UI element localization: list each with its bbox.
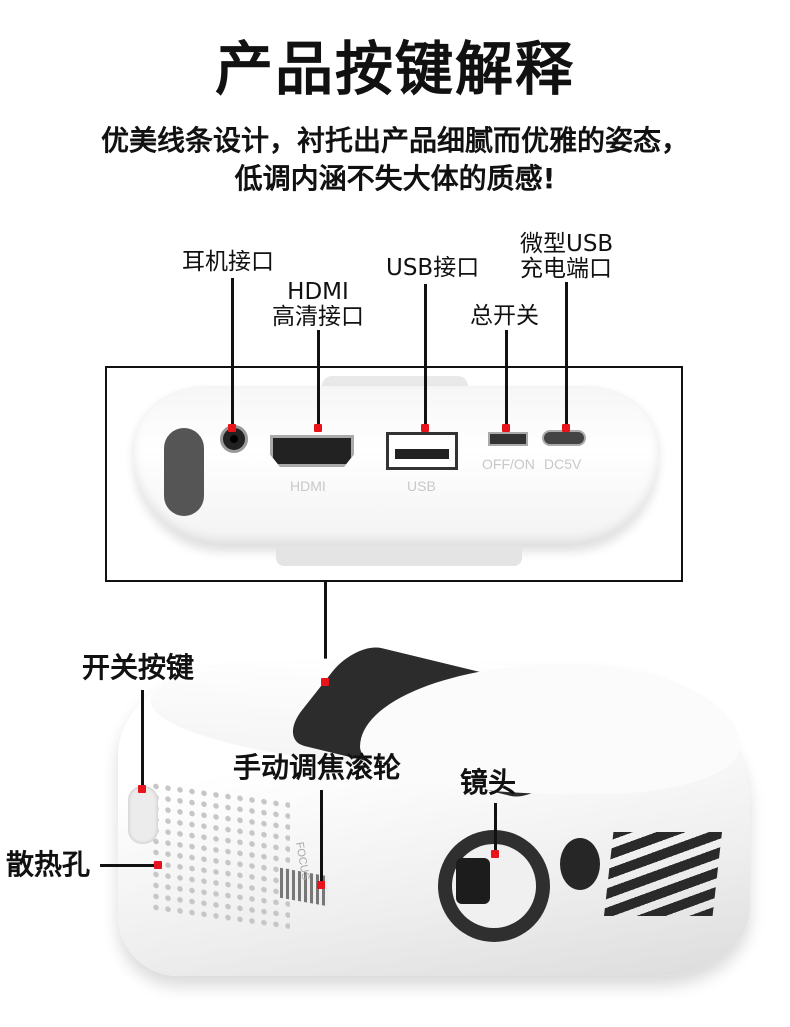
micro-usb-port[interactable] [542,430,586,446]
focus-wheel-label: 手动调焦滚轮 [233,751,402,784]
usb-port-label: USB接口 [386,255,480,281]
power-switch-label: 总开关 [470,303,539,329]
hdmi-leader-line [317,330,320,428]
lens-core [456,858,490,904]
switch-marker [502,424,510,432]
front-grill [604,832,722,916]
printed-hdmi: HDMI [290,478,326,494]
hdmi-label-line-2: 高清接口 [272,304,364,330]
micro-usb-label: 微型USB 充电端口 [520,232,613,282]
switch-leader-line [505,330,508,428]
power-button-marker [138,785,146,793]
connector-marker [321,678,329,686]
lens-marker [491,850,499,858]
vent-holes-marker [154,861,162,869]
rear-vent [164,428,204,516]
printed-off-on: OFF/ON [482,456,535,472]
usb-port[interactable] [386,432,458,470]
usb-marker [421,424,429,432]
vent-holes-leader-line [100,864,156,867]
frame-connector-line [324,582,327,682]
printed-dc5v: DC5V [544,456,582,472]
micro-usb-label-line-1: 微型USB [520,231,614,257]
hdmi-port-label: HDMI 高清接口 [268,280,368,330]
page-title: 产品按键解释 [214,35,575,103]
power-button-leader-line [141,690,144,786]
side-vent-holes [150,780,290,930]
power-button-label: 开关按键 [82,651,195,684]
lens-leader-line [494,803,497,853]
printed-usb: USB [407,478,436,494]
subtitle-line-1: 优美线条设计，衬托出产品细腻而优雅的姿态， [100,124,689,157]
hdmi-port[interactable] [270,435,354,467]
focus-wheel-leader-line [320,790,323,884]
usb-leader-line [424,284,427,428]
subtitle-line-2: 低调内涵不失大体的质感! [234,162,556,195]
micro-usb-leader-line [565,282,568,428]
hdmi-label-line-1: HDMI [287,279,349,305]
power-switch[interactable] [488,432,528,446]
hdmi-marker [314,424,322,432]
lens-label: 镜头 [460,766,517,799]
ir-sensor [560,838,600,890]
micro-usb-marker [562,424,570,432]
headphone-marker [228,424,236,432]
headphone-leader-line [231,278,234,428]
back-panel-foot [276,548,522,566]
focus-wheel-marker [317,881,325,889]
power-button[interactable] [128,786,158,844]
headphone-jack-label: 耳机接口 [182,249,274,275]
micro-usb-label-line-2: 充电端口 [520,256,612,282]
subtitle: 优美线条设计，衬托出产品细腻而优雅的姿态， 低调内涵不失大体的质感! [0,122,790,198]
vent-holes-label: 散热孔 [6,848,91,881]
